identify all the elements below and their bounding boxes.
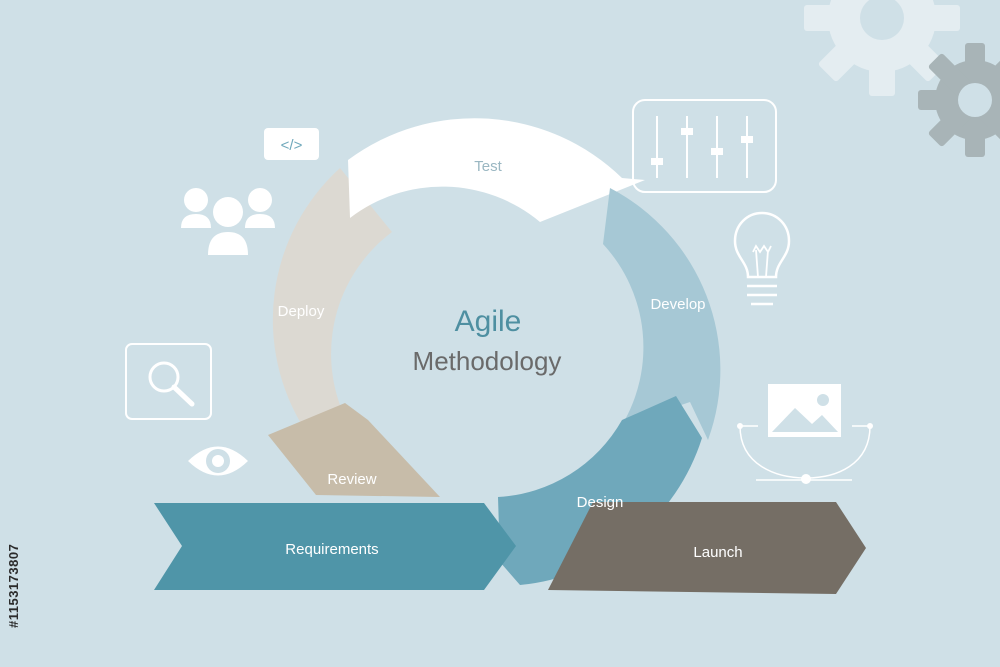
- stock-image-id: #1153173807: [6, 543, 21, 628]
- stage-label-design: Design: [577, 494, 624, 511]
- image-icon: [768, 384, 841, 437]
- search-icon: [125, 343, 212, 420]
- stage-label-requirements: Requirements: [285, 541, 378, 558]
- design-segment: [498, 396, 702, 585]
- review-segment: [268, 403, 440, 497]
- deploy-segment: [272, 168, 392, 430]
- stage-label-review: Review: [327, 471, 376, 488]
- test-segment: [348, 118, 645, 222]
- sliders-icon: [632, 99, 777, 193]
- team-users-icon: [181, 188, 275, 255]
- gear-icon: [918, 43, 1000, 157]
- develop-segment: [603, 188, 721, 440]
- stage-label-develop: Develop: [650, 296, 705, 313]
- requirements-banner: [154, 503, 516, 590]
- title-agile: Agile: [455, 305, 522, 338]
- stage-label-launch: Launch: [693, 544, 742, 561]
- stage-label-test: Test: [474, 158, 502, 175]
- code-tag-icon: </>: [264, 128, 319, 160]
- svg-text:</>: </>: [281, 137, 303, 154]
- lightbulb-icon: [733, 211, 791, 306]
- bezier-curve-icon: [737, 423, 873, 484]
- gear-icon: [804, 0, 960, 96]
- title-methodology: Methodology: [413, 346, 562, 376]
- launch-banner: [548, 502, 866, 594]
- stage-label-deploy: Deploy: [278, 303, 325, 320]
- eye-icon: [188, 446, 248, 476]
